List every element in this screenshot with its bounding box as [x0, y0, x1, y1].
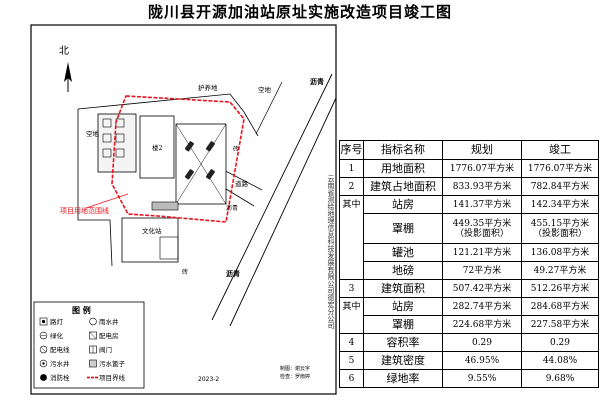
legend-title: 图 例: [72, 305, 91, 315]
light-icon: [39, 317, 48, 326]
north-arrow-icon: 北: [59, 45, 72, 92]
indicator-table: 序号 指标名称 规划 竣工 1 用地面积 1776.07平方米 1776.07平…: [339, 140, 599, 388]
table-row: 5 建筑密度 46.95% 44.08%: [339, 351, 599, 370]
cultural-center: [121, 217, 179, 263]
draw-signature: 制图：谢云宇: [280, 365, 310, 372]
legend-item-hydrant: 消防栓: [40, 373, 70, 382]
road-label: 道路: [235, 179, 249, 188]
page-title: 陇川县开源加油站原址实施改造项目竣工图: [147, 3, 452, 21]
table-row: 2 建筑占地面积 833.93平方米 782.84平方米: [339, 177, 599, 196]
station-building: [139, 115, 175, 179]
table-row: 1 用地面积 1776.07平方米 1776.07平方米: [339, 159, 599, 178]
map-frame: [30, 24, 337, 395]
road-mark-label: 砖: [182, 268, 188, 276]
green-icon: [39, 331, 48, 340]
table-row: 4 容积率 0.29 0.29: [339, 333, 599, 352]
power-line-icon: [39, 345, 48, 354]
svg-text:污水篦子: 污水篦子: [99, 359, 126, 368]
project-boundary-line: [111, 95, 245, 223]
building2-label: 楼2: [152, 143, 163, 152]
header-plan: 规划: [442, 140, 522, 160]
svg-text:污水井: 污水井: [50, 359, 70, 368]
legend-item-green: 绿化: [39, 331, 64, 340]
vertical-organization: 云南省测绘地理信息科技发展有限公司德宏分公司: [327, 175, 335, 329]
check-signature: 检查：罗雨婷: [280, 373, 310, 380]
header-no: 序号: [339, 140, 364, 160]
header-done: 竣工: [521, 140, 599, 160]
table-row: 6 绿地率 9.55% 9.68%: [339, 369, 599, 388]
power-room-icon: [89, 331, 97, 340]
boundary-label: 项目用地范围线: [60, 206, 109, 215]
svg-text:消防栓: 消防栓: [50, 373, 70, 382]
table-row: 地磅 72平方米 49.27平方米: [340, 261, 599, 280]
header-name: 指标名称: [363, 140, 443, 160]
tank-pool: [151, 201, 179, 211]
legend-item-sewer-grate: 污水篦子: [89, 359, 126, 368]
map-date: 2023-2: [198, 376, 219, 383]
svg-text:路灯: 路灯: [50, 317, 64, 326]
vacant-right-label: 空地: [258, 85, 272, 94]
table-row: 罩棚 449.35平方米（投影面积） 455.15平方米（投影面积）: [340, 213, 599, 244]
table-row: 其中 站房 282.74平方米 284.68平方米: [339, 297, 599, 334]
north-label: 北: [59, 45, 69, 57]
greenbelt-label: 护养地: [198, 83, 218, 92]
legend-item-light: 路灯: [39, 317, 64, 326]
svg-text:绿化: 绿化: [50, 331, 64, 340]
legend-item-rain-well: 雨水井: [89, 317, 119, 326]
legend-item-power-line: 配电线: [39, 345, 70, 354]
site-plan-map: 北 楼2 文化站 项目用地范围线 护养: [30, 24, 337, 396]
legend-item-sewage-well: 污水井: [39, 359, 70, 368]
legend-item-boundary-line: 项目界线: [87, 373, 126, 382]
sewage-well-icon: [39, 359, 48, 368]
table-row: 罩棚 224.68平方米 227.58平方米: [340, 315, 599, 334]
asphalt-mid-label: 沥青: [226, 204, 238, 212]
hydrant-icon: [40, 374, 47, 381]
legend-item-valve: 阀门: [89, 345, 112, 354]
asphalt-bottom-label: 沥青: [226, 269, 240, 278]
svg-text:项目界线: 项目界线: [99, 373, 126, 382]
canopy-mark: 砖: [233, 145, 239, 153]
asphalt-top-label: 沥青: [310, 77, 324, 86]
svg-text:雨水井: 雨水井: [99, 317, 119, 326]
table-header-row: 序号 指标名称 规划 竣工: [339, 140, 599, 160]
cultural-center-label: 文化站: [142, 226, 162, 235]
legend-box: [33, 301, 145, 389]
asphalt-road: [211, 73, 337, 327]
table-row: 罐池 121.21平方米 136.08平方米: [340, 243, 599, 262]
vacant-left-label: 空地: [86, 129, 100, 138]
legend-item-power-room: 配电房: [89, 331, 119, 340]
svg-text:配电房: 配电房: [99, 331, 119, 340]
building-block: [97, 113, 137, 173]
svg-text:阀门: 阀门: [99, 345, 112, 354]
rain-well-icon: [89, 317, 97, 326]
table-row: 3 建筑面积 507.42平方米 512.26平方米: [339, 279, 599, 298]
svg-text:配电线: 配电线: [50, 345, 70, 354]
table-row: 其中 站房 141.37平方米 142.34平方米: [339, 195, 599, 280]
